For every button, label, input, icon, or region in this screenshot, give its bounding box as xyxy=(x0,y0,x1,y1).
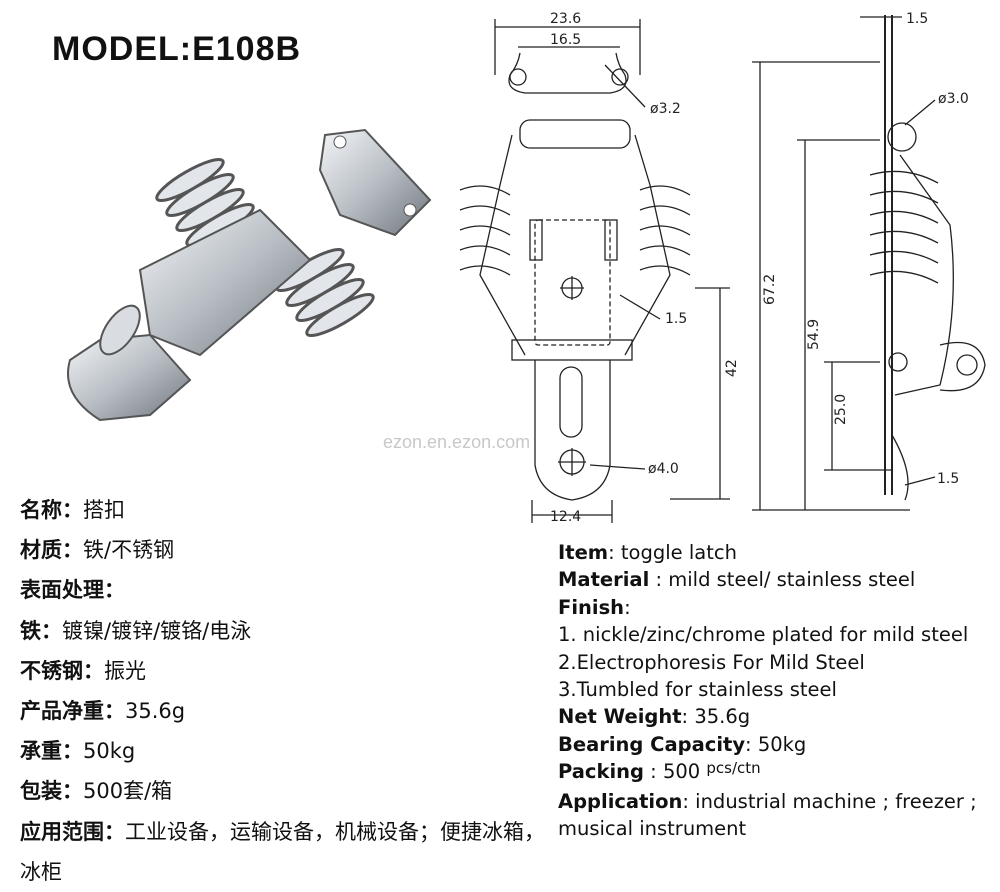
dim-42: 42 xyxy=(724,359,740,377)
cn-name-row: 名称：搭扣 xyxy=(20,498,125,522)
cn-iron-row: 铁：镀镍/镀锌/镀铬/电泳 xyxy=(20,618,252,643)
cn-bearing-row: 承重：50kg xyxy=(20,739,136,764)
cn-material-row: 材质：铁/不锈钢 xyxy=(20,538,175,563)
dim-top-1-5: 1.5 xyxy=(906,11,928,27)
technical-drawing: 23.6 16.5 ø3.2 1.5 42 ø4.0 12.4 1.5 ø3.0… xyxy=(459,11,986,525)
english-specs: Item: toggle latch Material : mild steel… xyxy=(558,539,998,842)
cn-stainless-row: 不锈钢：振光 xyxy=(20,658,146,683)
en-item-row: Item: toggle latch xyxy=(558,541,737,564)
en-weight-row: Net Weight: 35.6g xyxy=(558,705,751,729)
dim-16-5: 16.5 xyxy=(550,32,581,48)
dim-54-9: 54.9 xyxy=(806,319,822,350)
dim-thickness-1-5: 1.5 xyxy=(665,311,687,327)
en-finish-1: 1. nickle/zinc/chrome plated for mild st… xyxy=(558,623,969,647)
en-packing-row: Packing : 500 pcs/ctn xyxy=(558,759,761,784)
en-material-row: Material : mild steel/ stainless steel xyxy=(558,568,916,592)
chinese-specs: 名称：搭扣 材质：铁/不锈钢 表面处理： 铁：镀镍/镀锌/镀铬/电泳 不锈钢：振… xyxy=(20,490,555,892)
cn-surface-row: 表面处理： xyxy=(20,578,125,603)
en-finish-2: 2.Electrophoresis For Mild Steel xyxy=(558,650,865,674)
dim-23-6: 23.6 xyxy=(550,11,581,27)
en-application-row: Application: industrial machine ; freeze… xyxy=(558,789,977,841)
model-title: MODEL:E108B xyxy=(52,30,302,68)
en-finish-3: 3.Tumbled for stainless steel xyxy=(558,678,837,702)
dim-12-4: 12.4 xyxy=(550,509,581,525)
dim-hole-4-0: ø4.0 xyxy=(648,461,679,477)
en-finish-row: Finish: xyxy=(558,595,631,619)
dim-25-0: 25.0 xyxy=(833,394,849,425)
product-photo xyxy=(67,128,432,422)
dim-bottom-1-5: 1.5 xyxy=(937,471,959,487)
en-bearing-row: Bearing Capacity: 50kg xyxy=(558,732,807,756)
cn-weight-row: 产品净重：35.6g xyxy=(20,699,186,724)
cn-application-row: 应用范围：工业设备，运输设备，机械设备；便捷冰箱，冰柜 xyxy=(20,819,545,884)
dim-67-2: 67.2 xyxy=(762,274,778,305)
dim-hole-3-2: ø3.2 xyxy=(650,101,681,117)
watermark: ezon.en.ezon.com xyxy=(383,432,531,452)
cn-packing-row: 包装：500套/箱 xyxy=(20,779,173,804)
dim-hole-3-0: ø3.0 xyxy=(938,91,969,107)
